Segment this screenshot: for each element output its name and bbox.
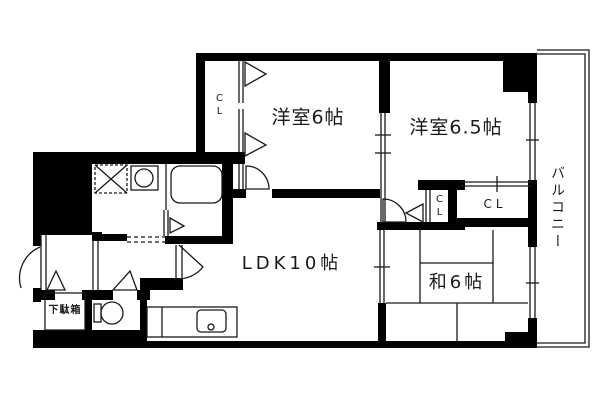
dashed-washroom-boundary bbox=[127, 236, 165, 243]
wall-bath-right bbox=[222, 164, 233, 244]
label-ldk: LDK10帖 bbox=[241, 253, 343, 274]
wall-cl-left bbox=[196, 61, 205, 156]
wall-corridor-top bbox=[99, 234, 127, 241]
folding-door-west1-closet-bottom-icon bbox=[244, 131, 268, 158]
closet-door-small bbox=[425, 190, 431, 222]
label-western-room-1: 洋室6帖 bbox=[271, 106, 345, 129]
wall-washitsu-top bbox=[377, 222, 465, 230]
window-west2 bbox=[526, 103, 539, 180]
label-closet-west2: CL bbox=[483, 197, 507, 211]
wall-west1-bottom-stub bbox=[233, 189, 246, 198]
wall-partition-top bbox=[379, 61, 390, 113]
door-frame-bathroom bbox=[163, 164, 169, 236]
wall-bath-bottom bbox=[165, 236, 233, 244]
wall-toilet-left bbox=[85, 300, 92, 335]
folding-door-small-closet-icon bbox=[404, 202, 424, 224]
wall-washitsu-left bbox=[378, 303, 386, 342]
kitchen-sink-icon bbox=[196, 309, 227, 333]
wall-west1-bottom bbox=[272, 189, 380, 198]
folding-door-west1-closet-top-icon bbox=[244, 60, 268, 88]
closet-door-big bbox=[460, 176, 532, 192]
washbasin-icon bbox=[130, 165, 159, 191]
wall-bottom-left-mass bbox=[33, 330, 147, 348]
door-arc-alcove bbox=[382, 198, 407, 223]
tatami-lines bbox=[386, 230, 528, 341]
wall-right-b bbox=[528, 180, 537, 247]
wall-top bbox=[196, 53, 537, 61]
label-shoe-cabinet: 下駄箱 bbox=[48, 305, 82, 316]
sliding-door-partition bbox=[375, 113, 391, 192]
label-balcony: バルコニー bbox=[549, 165, 565, 251]
label-western-room-2: 洋室6.5帖 bbox=[409, 116, 503, 139]
wall-entry-left-top bbox=[33, 235, 41, 246]
door-swing-toilet-icon bbox=[111, 269, 138, 291]
label-japanese-room: 和6帖 bbox=[426, 271, 488, 295]
wall-right-c bbox=[528, 318, 537, 342]
door-frame-alcove bbox=[380, 192, 386, 222]
wall-bottom bbox=[140, 341, 537, 348]
washing-machine-icon bbox=[94, 164, 128, 194]
wall-right-a bbox=[528, 61, 537, 103]
wall-toilet-top-a bbox=[82, 290, 113, 300]
door-frame-ldk bbox=[175, 245, 183, 279]
balcony-outline bbox=[537, 49, 590, 348]
fusuma-japanese-room bbox=[374, 230, 390, 303]
entrance-hall-divider bbox=[92, 241, 99, 290]
wall-step-bottom-right bbox=[505, 332, 535, 342]
wall-kitchen-top bbox=[140, 278, 183, 290]
door-frame-entrance bbox=[40, 235, 47, 290]
walls bbox=[33, 53, 537, 348]
wall-west2-bottom bbox=[418, 180, 465, 190]
folding-door-bathroom-icon bbox=[169, 216, 186, 235]
label-closet-hall: CL bbox=[434, 194, 445, 220]
door-swing-shoe-area-icon bbox=[45, 269, 67, 291]
wall-smallcl-right bbox=[448, 182, 457, 227]
wall-hall-cap bbox=[92, 232, 102, 241]
toilet-icon bbox=[93, 301, 124, 325]
door-arc-entrance bbox=[18, 246, 41, 289]
bathtub-icon bbox=[170, 165, 223, 204]
label-closet-west1: CL bbox=[214, 93, 225, 119]
wall-entry-bottom bbox=[33, 290, 55, 300]
kitchen-counter bbox=[146, 306, 238, 338]
door-arc-west1 bbox=[245, 165, 270, 190]
window-japanese bbox=[526, 247, 539, 318]
thin-lines bbox=[18, 49, 590, 348]
closet-door-west1 bbox=[238, 61, 244, 189]
wall-shaft-block bbox=[33, 152, 92, 235]
door-arc-ldk bbox=[178, 244, 204, 280]
folding-door-triangles bbox=[45, 60, 424, 291]
wall-kitchen-left bbox=[140, 278, 147, 343]
shoe-cabinet-box bbox=[44, 292, 86, 331]
wall-bigcl-bottom bbox=[457, 218, 535, 227]
